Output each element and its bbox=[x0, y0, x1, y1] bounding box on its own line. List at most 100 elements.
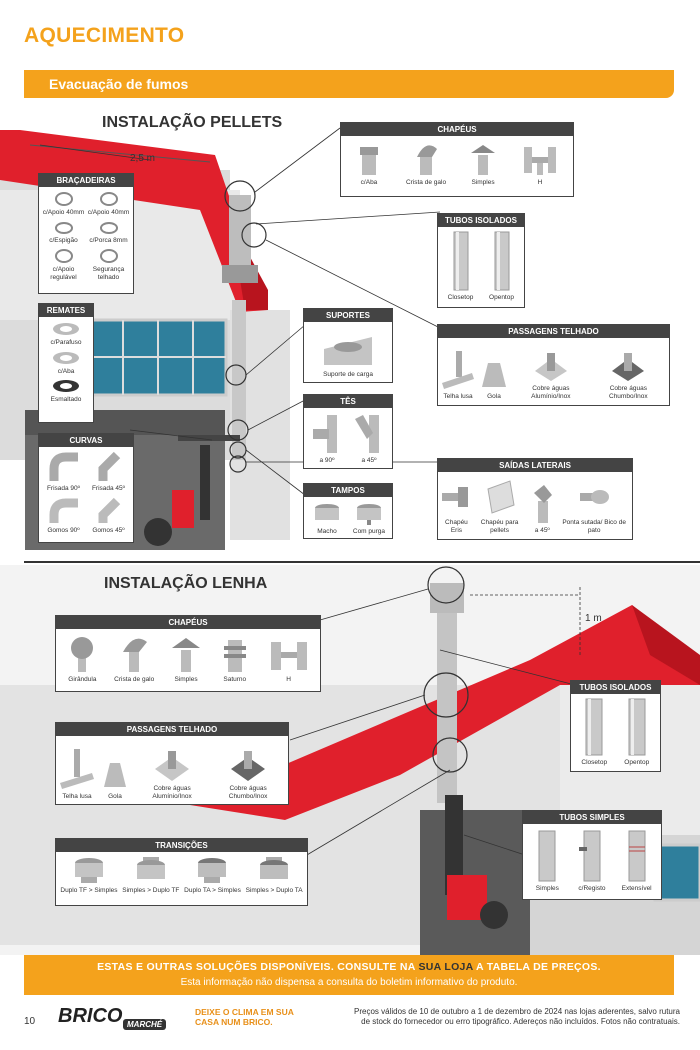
product-item: Gomos 90º bbox=[41, 497, 86, 535]
slogan: DEIXE O CLIMA EM SUA CASA NUM BRICO. bbox=[195, 1007, 294, 1027]
product-label: Suporte de carga bbox=[323, 371, 373, 378]
rooster-crest-cap-icon bbox=[123, 638, 148, 672]
clamp-spike-icon bbox=[54, 221, 73, 234]
tee-90-icon bbox=[313, 415, 337, 453]
product-label: Cobre águas Chumbo/Inox bbox=[228, 785, 268, 800]
product-label: Duplo TA > Simples bbox=[184, 887, 241, 894]
transition-icon bbox=[198, 858, 227, 883]
product-label: Closetop bbox=[447, 294, 474, 301]
product-item: c/Apoio 40mm bbox=[86, 191, 131, 217]
rotating-cap-icon bbox=[71, 637, 94, 672]
card-header: SAÍDAS LATERAIS bbox=[438, 459, 632, 472]
product-label: c/Porca 8mm bbox=[89, 236, 128, 244]
product-label: Duplo TF > Simples bbox=[60, 887, 118, 894]
card-header: PASSAGENS TELHADO bbox=[56, 723, 288, 736]
insulated-pipe-icon bbox=[453, 231, 468, 291]
card-header: TUBOS ISOLADOS bbox=[438, 214, 524, 227]
product-item: Gola bbox=[96, 747, 134, 801]
product-label: Gola bbox=[108, 792, 122, 800]
product-label: Gomos 90º bbox=[47, 526, 80, 534]
pellets-dimension: 2,5 m bbox=[130, 153, 156, 164]
product-label: Telha lusa bbox=[62, 792, 92, 800]
product-item: c/Aba bbox=[354, 139, 384, 187]
product-item: Cobre águas Chumbo/Inox bbox=[590, 341, 667, 400]
product-item: Gola bbox=[476, 349, 512, 401]
product-label: c/Apoio regulável bbox=[50, 266, 77, 281]
product-item: c/Parafuso bbox=[50, 321, 82, 347]
trim-enamel-icon bbox=[53, 380, 79, 392]
product-item: Duplo TA > Simples bbox=[184, 855, 241, 895]
card-header: CHAPÉUS bbox=[341, 123, 573, 136]
card-header: CURVAS bbox=[39, 434, 133, 447]
product-item: Closetop bbox=[580, 697, 608, 767]
clamp-nut-icon bbox=[99, 221, 118, 234]
product-label: Crista de galo bbox=[114, 676, 155, 683]
product-item: Extensível bbox=[622, 827, 652, 893]
product-label: c/Aba bbox=[360, 179, 378, 186]
card-header: TÊS bbox=[304, 395, 392, 408]
insulated-pipe-icon bbox=[628, 698, 646, 756]
segmented-elbow-90-icon bbox=[49, 498, 78, 523]
product-label: Opentop bbox=[489, 294, 514, 301]
card-lenha-chapeus: CHAPÉUS Girândula Crista de galo Simples… bbox=[55, 615, 321, 692]
product-item: Opentop bbox=[488, 230, 516, 302]
card-header: REMATES bbox=[39, 304, 93, 317]
product-label: c/Espigão bbox=[49, 236, 78, 244]
product-label: Simples bbox=[535, 885, 559, 892]
safety-clamp-icon bbox=[99, 249, 118, 263]
duck-bill-icon bbox=[580, 490, 610, 504]
product-item: Opentop bbox=[623, 697, 651, 767]
lenha-section-title: INSTALAÇÃO LENHA bbox=[104, 575, 268, 592]
product-item: Girândula bbox=[65, 632, 99, 684]
card-pellets-saidas-laterais: SAÍDAS LATERAIS Chapéu Eris Chapéu para … bbox=[437, 458, 633, 540]
product-item: Macho bbox=[311, 500, 343, 536]
footer-banner: ESTAS E OUTRAS SOLUÇÕES DISPONÍVEIS. CON… bbox=[24, 955, 674, 995]
product-label: Simples bbox=[471, 179, 495, 186]
product-item: Chapéu Eris bbox=[440, 475, 473, 534]
product-label: a 45º bbox=[361, 457, 377, 464]
legal-notice: Preços válidos de 10 de outubro a 1 de d… bbox=[320, 1007, 680, 1027]
product-label: c/Parafuso bbox=[50, 339, 82, 346]
product-item: Cobre águas Alumínio/Inox bbox=[512, 341, 590, 400]
product-item: Crista de galo bbox=[114, 632, 154, 684]
product-item: Simples > Duplo TF bbox=[122, 855, 179, 895]
collar-icon bbox=[482, 362, 506, 387]
product-item: Cobre águas Alumínio/Inox bbox=[134, 739, 210, 800]
product-item: Cobre águas Chumbo/Inox bbox=[210, 739, 286, 800]
clamp-icon bbox=[54, 192, 73, 206]
insulated-pipe-icon bbox=[494, 231, 509, 291]
card-lenha-passagens-telhado: PASSAGENS TELHADO Telha lusa Gola Cobre … bbox=[55, 722, 289, 805]
product-label: Telha lusa bbox=[443, 392, 473, 400]
product-label: Cobre águas Alumínio/Inox bbox=[531, 385, 571, 400]
product-label: H bbox=[537, 179, 543, 186]
product-label: Segurança telhado bbox=[92, 266, 125, 281]
brand-name: BRICO bbox=[58, 1005, 123, 1027]
footer-line-1: ESTAS E OUTRAS SOLUÇÕES DISPONÍVEIS. CON… bbox=[24, 961, 674, 973]
product-item: Esmaltado bbox=[51, 378, 81, 404]
flashing-lead-icon bbox=[612, 353, 645, 381]
card-header: PASSAGENS TELHADO bbox=[438, 325, 669, 338]
product-label: c/Apoio 40mm bbox=[42, 209, 85, 216]
card-header: TUBOS ISOLADOS bbox=[571, 681, 660, 694]
insulated-pipe-icon bbox=[585, 698, 603, 756]
card-lenha-tubos-simples: TUBOS SIMPLES Simples c/Registo Extensív… bbox=[522, 810, 662, 900]
product-item: Duplo TF > Simples bbox=[60, 855, 118, 895]
roof-tile-passage-icon bbox=[60, 748, 94, 789]
product-item: a 90º bbox=[309, 411, 345, 465]
transition-icon bbox=[260, 857, 289, 879]
section-divider bbox=[24, 561, 700, 563]
product-item: c/Registo bbox=[577, 827, 607, 893]
card-header: CHAPÉUS bbox=[56, 616, 320, 629]
product-item: c/Aba bbox=[51, 350, 81, 376]
product-item: Frisada 45º bbox=[86, 451, 131, 493]
product-label: Frisada 90º bbox=[46, 485, 81, 492]
card-pellets-bracadeiras: BRAÇADEIRAS c/Apoio 40mm c/Apoio 40mm c/… bbox=[38, 173, 134, 294]
product-item: H bbox=[520, 139, 560, 187]
flashing-lead-icon bbox=[231, 751, 266, 781]
elbow-45-icon bbox=[98, 451, 120, 481]
lenha-dimension: 1 m bbox=[585, 613, 602, 624]
product-label: Ponta sutada/ Bico de pato bbox=[562, 519, 626, 534]
cap-male-icon bbox=[314, 504, 339, 520]
card-header: SUPORTES bbox=[304, 309, 392, 322]
tee-45-icon bbox=[355, 415, 379, 453]
